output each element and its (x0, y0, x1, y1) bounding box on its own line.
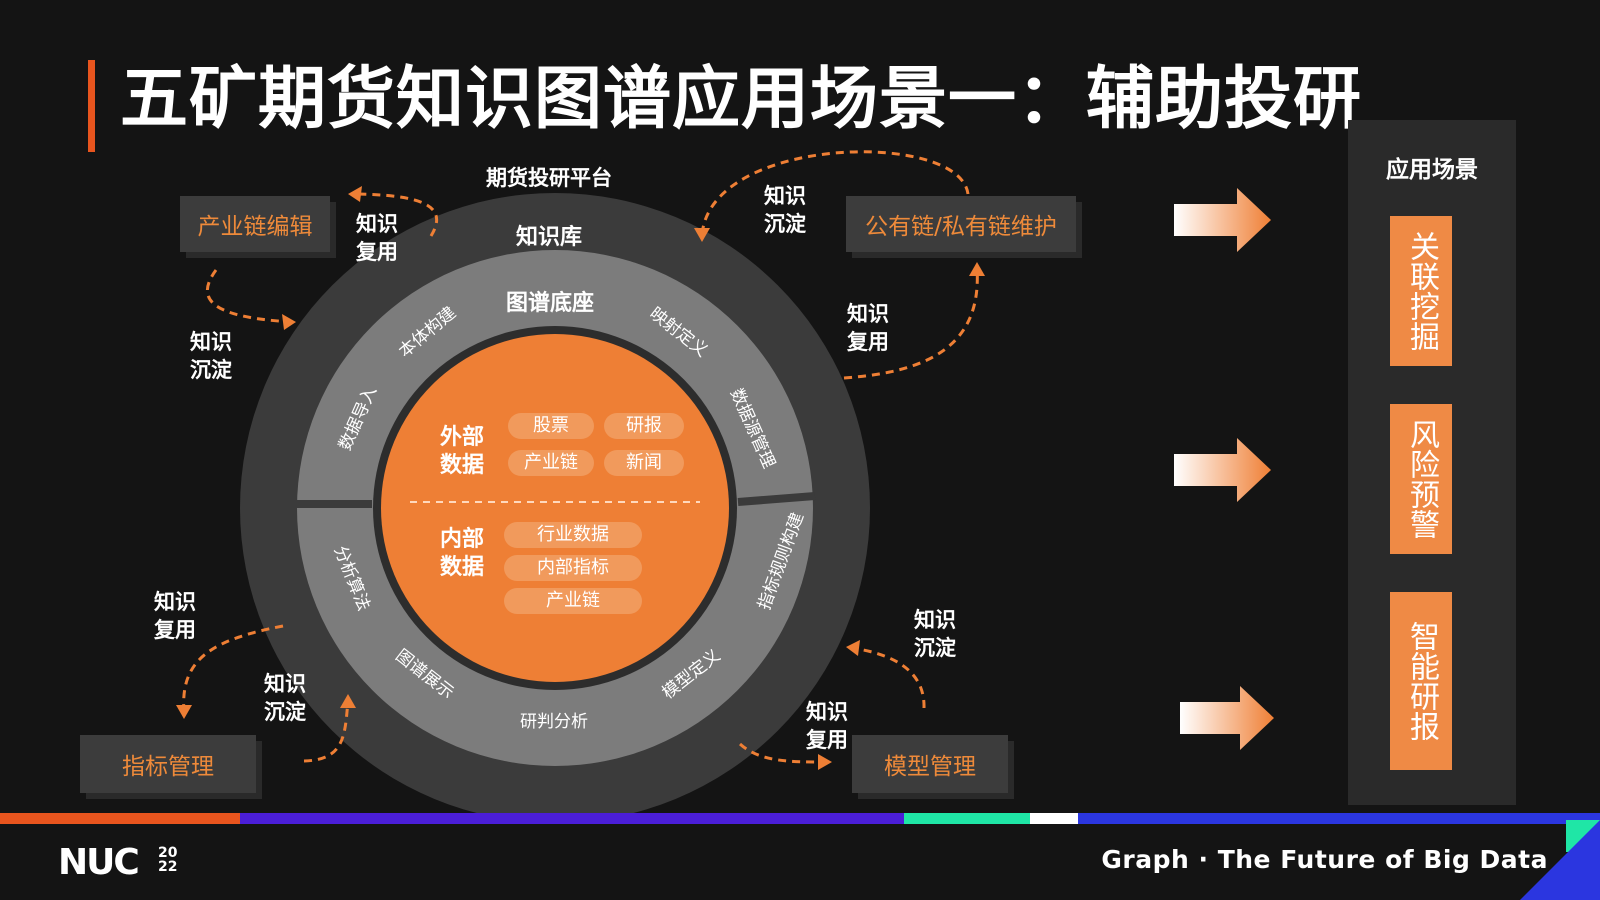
chain-edit-box: 产业链编辑 (180, 196, 330, 252)
footer-logo: NUC (58, 842, 140, 883)
internal-data-item: 产业链 (504, 588, 642, 614)
platform-label: 期货投研平台 (486, 166, 612, 190)
external-data-item: 研报 (604, 413, 684, 439)
knowledge-reuse-label: 知识复用 (154, 590, 196, 642)
scene-card-association-mining: 关联挖掘 (1390, 216, 1452, 366)
knowledge-deposit-label: 知识沉淀 (190, 330, 232, 382)
knowledge-deposit-label: 知识沉淀 (764, 184, 806, 236)
title-accent-bar (88, 60, 95, 152)
knowledge-deposit-label: 知识沉淀 (914, 608, 956, 660)
external-data-item: 产业链 (508, 450, 594, 476)
footer-tagline: Graph · The Future of Big Data (1101, 845, 1548, 874)
footer-corner-graphic (1520, 820, 1600, 900)
scene-card-smart-report: 智能研报 (1390, 592, 1452, 770)
internal-data-item: 内部指标 (504, 555, 642, 581)
external-data-item: 股票 (508, 413, 594, 439)
scene-card-risk-warning: 风险预警 (1390, 404, 1452, 554)
chain-maintain-box: 公有链/私有链维护 (846, 196, 1076, 252)
knowledge-base-label: 知识库 (516, 225, 583, 250)
footer-stripe (0, 813, 240, 824)
footer-stripe (240, 813, 904, 824)
footer-stripe (1078, 813, 1600, 824)
knowledge-reuse-label: 知识复用 (356, 212, 398, 264)
footer-stripe (904, 813, 1030, 824)
scene-panel-title: 应用场景 (1386, 157, 1478, 183)
internal-data-item: 行业数据 (504, 522, 642, 548)
page-title: 五矿期货知识图谱应用场景一：辅助投研 (120, 60, 1363, 139)
knowledge-deposit-label: 知识沉淀 (264, 672, 306, 724)
indicator-mgmt-box: 指标管理 (80, 735, 256, 793)
knowledge-reuse-label: 知识复用 (806, 700, 848, 752)
ring-segment-label: 研判分析 (520, 712, 588, 732)
arrow-right-icon (1174, 438, 1271, 502)
arrow-right-icon (1174, 188, 1271, 252)
footer-stripe (1030, 813, 1078, 824)
internal-data-label: 内部数据 (439, 527, 484, 580)
graph-base-label: 图谱底座 (506, 291, 595, 316)
core-circle (381, 334, 729, 682)
knowledge-reuse-label: 知识复用 (847, 302, 889, 354)
external-data-label: 外部数据 (439, 425, 484, 478)
external-data-item: 新闻 (604, 450, 684, 476)
model-mgmt-box: 模型管理 (852, 735, 1008, 793)
arrow-right-icon (1180, 686, 1274, 750)
